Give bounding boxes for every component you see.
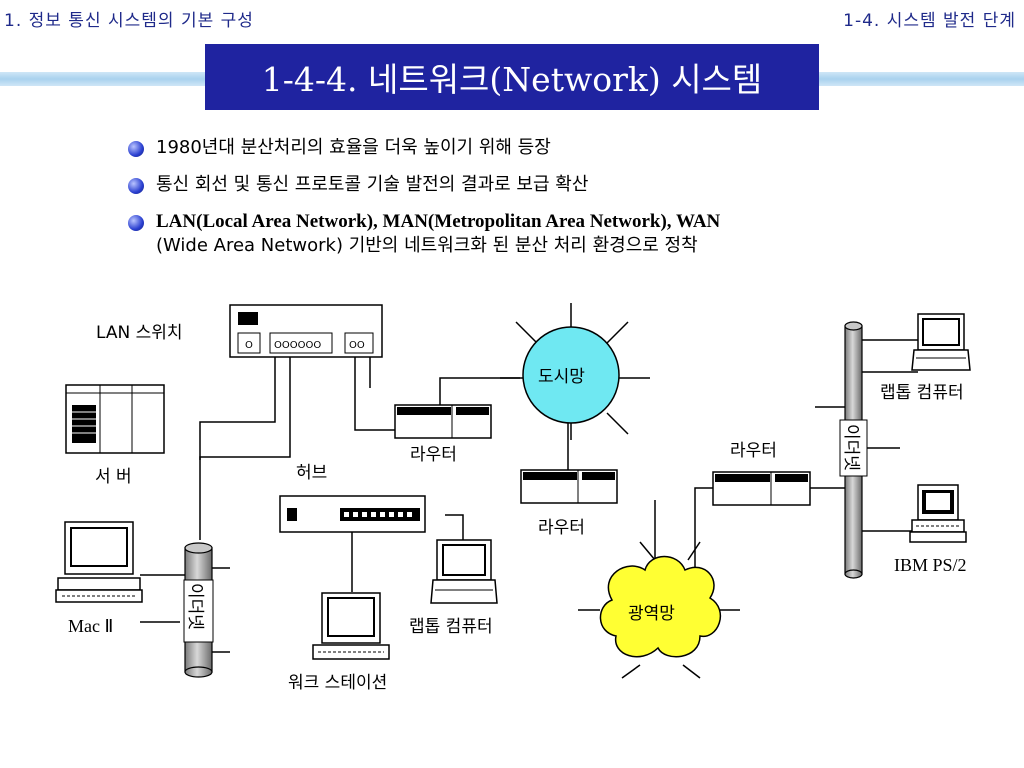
- wide-network-label: 광역망: [628, 604, 675, 624]
- hub-label: 허브: [296, 463, 327, 483]
- ethernet-right-label: 이더넷: [841, 424, 861, 471]
- ethernet-right-cylinder: [839, 321, 868, 579]
- bullet-text: 통신 회선 및 통신 프로토콜 기술 발전의 결과로 보급 확산: [156, 174, 589, 195]
- metro-network-circle: [522, 326, 620, 424]
- bullet-item: 통신 회선 및 통신 프로토콜 기술 발전의 결과로 보급 확산: [128, 173, 988, 197]
- connection-lines: [140, 303, 918, 679]
- svg-text:O: O: [245, 340, 253, 351]
- ethernet-left-label: 이더넷: [185, 583, 205, 630]
- bullet-dot-icon: [128, 178, 144, 194]
- svg-text:OO: OO: [349, 340, 365, 351]
- bullet-dot-icon: [128, 141, 144, 157]
- wide-network-cloud: [599, 555, 722, 658]
- router-icon: [712, 471, 811, 506]
- router-2-label: 라우터: [538, 518, 585, 538]
- workstation-label: 워크 스테이션: [288, 673, 387, 693]
- svg-text:OOOOOO: OOOOOO: [274, 340, 321, 351]
- laptop-right-label: 랩톱 컴퓨터: [880, 383, 964, 403]
- bullet-list: 1980년대 분산처리의 효율을 더욱 높이기 위해 등장 통신 회선 및 통신…: [128, 136, 988, 271]
- bullet-dot-icon: [128, 215, 144, 231]
- bullet-text-continued: (Wide Area Network) 기반의 네트워크화 된 분산 처리 환경…: [156, 235, 698, 256]
- workstation-icon: [312, 592, 390, 660]
- server-label: 서 버: [95, 467, 132, 487]
- ibm-pc-icon: [909, 484, 967, 543]
- lan-switch: O OOOOOO OO: [229, 304, 383, 358]
- router-icon: [394, 404, 492, 439]
- server-icon: [65, 384, 165, 454]
- hub-icon: [279, 495, 426, 533]
- router-icon: [520, 469, 618, 504]
- bullet-item: LAN(Local Area Network), MAN(Metropolita…: [128, 210, 988, 258]
- router-1-label: 라우터: [410, 445, 457, 465]
- router-3-label: 라우터: [730, 441, 777, 461]
- header-section: 1-4. 시스템 발전 단계: [843, 11, 1016, 31]
- header-chapter: 1. 정보 통신 시스템의 기본 구성: [4, 11, 254, 31]
- laptop-icon: [430, 539, 498, 604]
- mac-label: Mac Ⅱ: [68, 616, 113, 636]
- laptop-hub-label: 랩톱 컴퓨터: [409, 617, 493, 637]
- laptop-icon: [911, 313, 971, 371]
- metro-network-label: 도시망: [538, 367, 585, 387]
- ethernet-left-cylinder: [183, 542, 214, 678]
- bullet-item: 1980년대 분산처리의 효율을 더욱 높이기 위해 등장: [128, 136, 988, 160]
- ibm-label: IBM PS/2: [894, 555, 967, 575]
- bullet-text: LAN(Local Area Network), MAN(Metropolita…: [156, 211, 721, 232]
- mac-icon: [55, 521, 143, 603]
- bullet-text: 1980년대 분산처리의 효율을 더욱 높이기 위해 등장: [156, 137, 551, 158]
- lan-switch-label: LAN 스위치: [96, 323, 183, 343]
- page-title: 1-4-4. 네트워크(Network) 시스템: [205, 44, 819, 110]
